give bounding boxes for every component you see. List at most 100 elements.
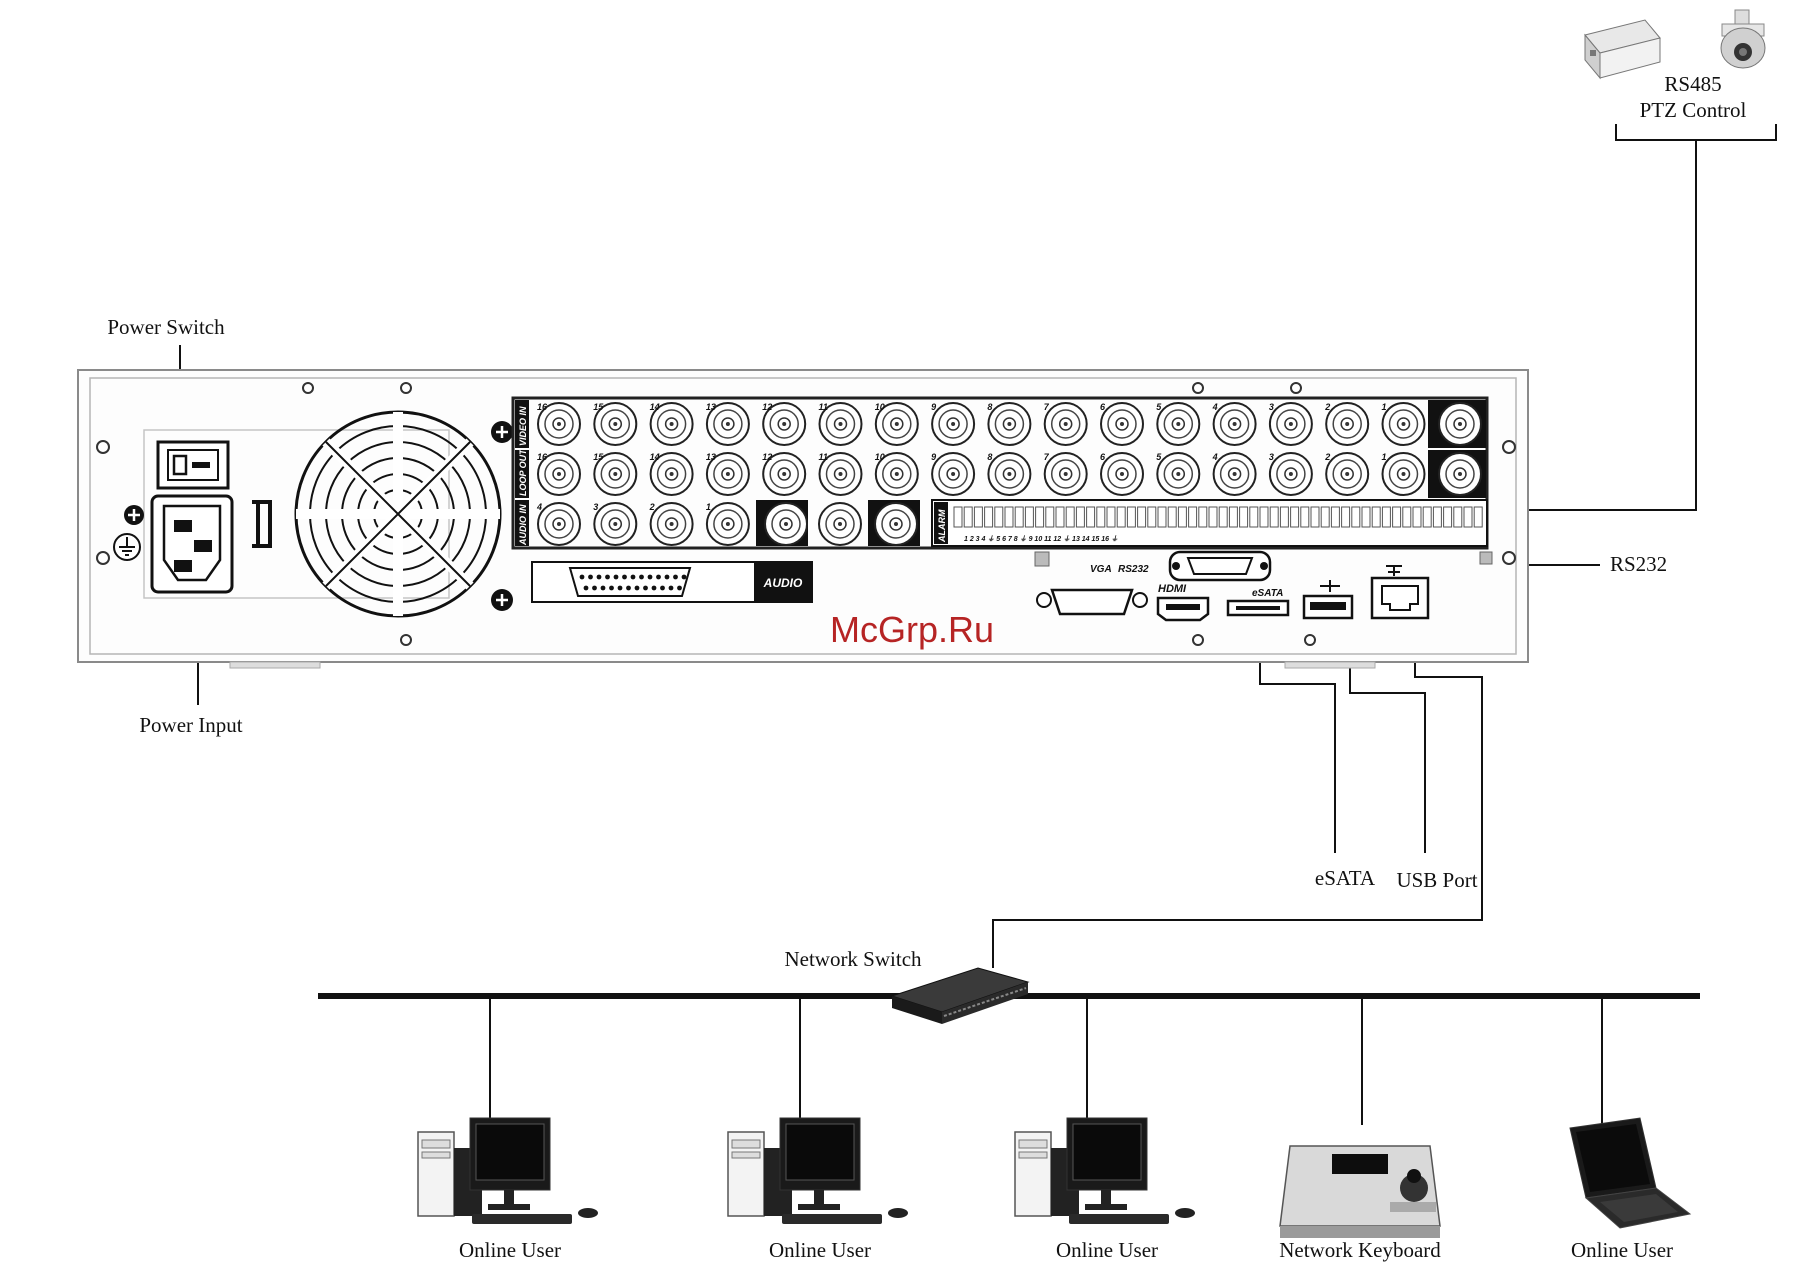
video-in-connector-number: 14 (650, 402, 660, 412)
mounting-screw-icons (491, 421, 513, 611)
hdmi-port[interactable]: HDMI (1156, 583, 1210, 622)
alarm-terminal-pin (1004, 506, 1014, 528)
db25-pin (600, 585, 606, 591)
video-in-connector-number: 8 (987, 402, 992, 412)
loop-out-connector-5[interactable] (1156, 452, 1201, 496)
alarm-terminal-pin (984, 506, 994, 528)
usb-port-label: USB Port (1396, 868, 1477, 892)
loop-out-connector-1[interactable] (1381, 452, 1426, 496)
alarm-terminal-pin (1381, 506, 1391, 528)
video-in-connector-number: 9 (931, 402, 936, 412)
audio-db25-connector[interactable]: AUDIO (531, 561, 813, 603)
db25-pin (664, 574, 670, 580)
loop-out-connector-9[interactable] (931, 452, 976, 496)
alarm-terminal-pin (1473, 506, 1483, 528)
alarm-terminal-pin (1310, 506, 1320, 528)
video-in-connector-number: 16 (537, 402, 548, 412)
video-in-connector-3[interactable] (1268, 402, 1313, 446)
ethernet-port[interactable] (1370, 565, 1430, 620)
video-in-connector-number: 5 (1156, 402, 1162, 412)
db25-pin (668, 585, 674, 591)
video-in-connector-1[interactable] (1381, 402, 1426, 446)
loop-out-connector-number: 14 (650, 452, 660, 462)
db25-pin (579, 574, 585, 580)
power-input-label: Power Input (139, 713, 242, 737)
audio-in-connector-3[interactable] (593, 502, 638, 546)
power-input-socket[interactable] (150, 494, 234, 594)
video-in-connector-number: 4 (1212, 402, 1218, 412)
db25-pin (630, 574, 636, 580)
loop-out-connector-number: 7 (1044, 452, 1050, 462)
video-out-connector[interactable] (1438, 402, 1482, 446)
alarm-terminal-pin (1463, 506, 1473, 528)
alarm-terminal-pin (1055, 506, 1065, 528)
video-in-connector-9[interactable] (931, 402, 976, 446)
power-switch[interactable] (156, 440, 230, 490)
network-switch-label: Network Switch (784, 947, 922, 971)
audio-in-connector-4[interactable] (537, 502, 581, 546)
db25-pin (681, 574, 687, 580)
loop-out-connector-4[interactable] (1212, 452, 1257, 496)
alarm-terminal-pin (1177, 506, 1187, 528)
rs485-ptz-devices: RS485 PTZ Control (1584, 9, 1777, 141)
network-device: Network Keyboard (1279, 1145, 1441, 1262)
rs485-label: RS485 (1664, 72, 1721, 96)
video-in-connector-2[interactable] (1325, 402, 1370, 446)
ptz-control-label: PTZ Control (1640, 98, 1747, 122)
video-in-connector-number: 1 (1382, 402, 1387, 412)
device-drop-lines (489, 999, 1603, 1125)
loop-out-connector-number: 12 (762, 452, 772, 462)
audio-out-connector[interactable] (764, 502, 808, 546)
mic-in-connector[interactable] (818, 502, 862, 546)
video-in-connector-5[interactable] (1156, 402, 1201, 446)
loop-out-connector-8[interactable] (987, 452, 1032, 496)
audio-in-number: 1 (706, 502, 711, 512)
alarm-terminal-pin (1392, 506, 1402, 528)
video-in-connector-8[interactable] (987, 402, 1032, 446)
panel-screws (96, 382, 1516, 646)
loop-out-connector-2[interactable] (1325, 452, 1370, 496)
audio-in-connector-2[interactable] (649, 502, 694, 546)
video-in-connector-number: 7 (1044, 402, 1050, 412)
loop-out-connector-6[interactable] (1100, 452, 1144, 496)
esata-port[interactable]: eSATA (1226, 588, 1290, 617)
db25-pin (626, 585, 631, 591)
alarm-marking: ALARM (937, 509, 947, 543)
video-in-connector-4[interactable] (1212, 402, 1257, 446)
device-label: Online User (769, 1238, 871, 1262)
video-in-connector-7[interactable] (1043, 402, 1088, 446)
network-device: Online User (727, 1117, 909, 1262)
alarm-terminal-pin (1167, 506, 1177, 528)
audio-in-number: 3 (593, 502, 598, 512)
loop-out-connector-7[interactable] (1043, 452, 1088, 496)
rs232-port[interactable] (1168, 550, 1272, 582)
db25-pin (647, 574, 653, 580)
audio-in-connector-1[interactable] (705, 502, 750, 546)
alarm-terminal-pin (973, 506, 983, 528)
alarm-terminal-pin (1014, 506, 1024, 528)
mic-out-connector[interactable] (874, 502, 918, 546)
alarm-terminal-block[interactable]: ALARM 1 2 3 4 ⏚ 5 6 7 8 ⏚ 9 10 11 12 ⏚ 1… (931, 499, 1488, 547)
alarm-terminal-pin (1330, 506, 1340, 528)
device-label: Network Keyboard (1279, 1238, 1441, 1262)
loop-out-marking: LOOP OUT (518, 448, 528, 496)
decoder-box-icon (1584, 19, 1661, 80)
loop-out-connector-3[interactable] (1268, 452, 1313, 496)
alarm-terminal-pin (1371, 506, 1381, 528)
ptz-keyboard-icon (1279, 1145, 1441, 1239)
alarm-terminal-pin (1239, 506, 1249, 528)
video-in-connector-6[interactable] (1100, 402, 1144, 446)
db25-pin (622, 574, 627, 580)
loop-out-connector-number: 13 (706, 452, 716, 462)
alarm-terminal-pin (1412, 506, 1422, 528)
vga-port[interactable] (1036, 588, 1148, 616)
alarm-terminal-pin (953, 506, 963, 528)
loop-out-connector-number: 1 (1382, 452, 1387, 462)
db25-pin (656, 574, 661, 580)
spot-out-connector[interactable] (1438, 452, 1482, 496)
alarm-terminal-pin (1279, 506, 1289, 528)
alarm-numbers: 1 2 3 4 ⏚ 5 6 7 8 ⏚ 9 10 11 12 ⏚ 13 14 1… (964, 535, 1118, 543)
db25-pin (583, 585, 589, 591)
usb-port[interactable] (1302, 580, 1354, 620)
